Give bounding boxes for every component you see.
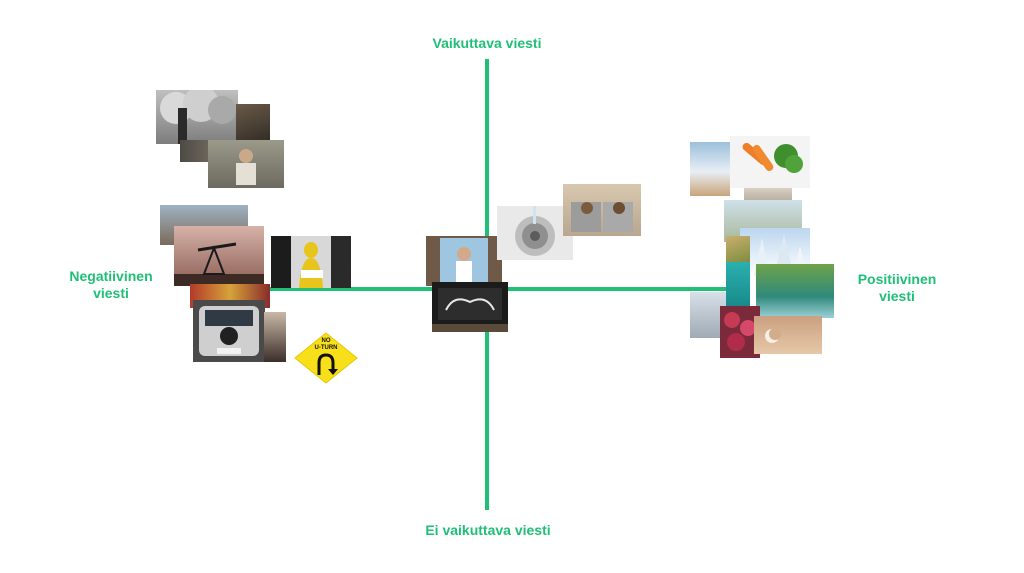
photo-vegetables <box>730 136 810 188</box>
axis-label-bottom: Ei vaikuttava viesti <box>425 522 551 538</box>
photo-suv-rear <box>193 300 265 362</box>
axis-label-left-line2: viesti <box>93 285 129 301</box>
photo-sky-lake <box>690 142 730 196</box>
axis-label-left-line1: Negatiivinen <box>69 268 153 284</box>
photo-person-polluted <box>208 140 284 188</box>
photo-food-containers <box>563 184 641 236</box>
photo-woman <box>264 312 286 362</box>
photo-green-river <box>756 264 834 318</box>
axis-label-left: Negatiivinen viesti <box>52 268 170 302</box>
sign-text-uturn: U-TURN <box>314 345 338 351</box>
axis-label-right-line2: viesti <box>879 288 915 304</box>
sign-text-no: NO <box>321 338 331 344</box>
axis-label-top: Vaikuttava viesti <box>432 35 542 51</box>
photo-teal-water <box>726 262 750 306</box>
photo-berries <box>720 306 760 358</box>
photo-oil-pump <box>174 226 264 286</box>
photo-tshirt-graphic <box>432 282 508 332</box>
photo-leaves <box>726 236 750 264</box>
photo-yellow-statue <box>271 236 351 288</box>
axis-label-right: Positiivinen viesti <box>838 271 956 305</box>
no-uturn-sign: NO U-TURN <box>293 331 359 385</box>
photo-drain <box>497 206 573 260</box>
axis-label-right-line1: Positiivinen <box>857 271 937 287</box>
photo-billboard-person <box>426 236 502 286</box>
photo-smokestack <box>156 90 238 144</box>
uturn-arrow-icon <box>317 353 335 375</box>
photo-trash-heap <box>236 104 270 144</box>
photo-moon-sky <box>754 316 822 354</box>
